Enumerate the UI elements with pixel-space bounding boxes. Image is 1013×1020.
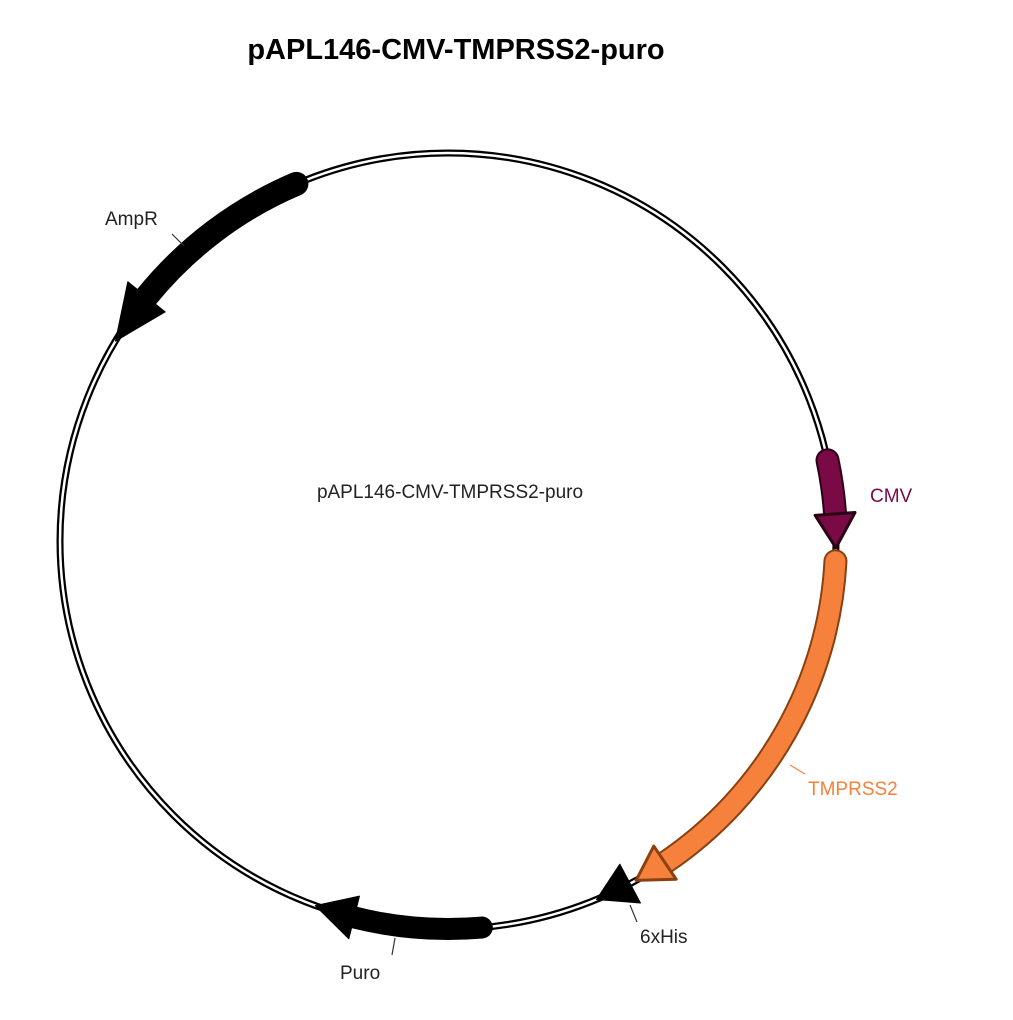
his-leader bbox=[629, 904, 638, 923]
feature-ampr-body bbox=[134, 171, 309, 309]
feature-label-puro: Puro bbox=[340, 963, 380, 984]
ampr-leader bbox=[171, 233, 185, 247]
feature-label-tmprss2: TMPRSS2 bbox=[808, 779, 898, 800]
map-title: pAPL146-CMV-TMPRSS2-puro bbox=[247, 34, 665, 66]
feature-tmprss2-arrowhead bbox=[634, 844, 678, 882]
feature-his[interactable] bbox=[595, 863, 641, 904]
feature-his-arrowhead bbox=[595, 863, 641, 904]
feature-label-ampr: AmpR bbox=[105, 209, 158, 230]
feature-tmprss2-body bbox=[654, 551, 846, 873]
feature-puro[interactable] bbox=[314, 895, 493, 940]
feature-label-cmv: CMV bbox=[870, 486, 913, 507]
feature-puro-body bbox=[343, 906, 493, 940]
feature-cmv[interactable] bbox=[813, 448, 857, 550]
feature-label-6xhis: 6xHis bbox=[640, 927, 688, 948]
feature-tmprss2-outline bbox=[652, 549, 848, 875]
feature-cmv-arrowhead bbox=[813, 511, 857, 550]
feature-tmprss2[interactable] bbox=[634, 549, 848, 882]
feature-ampr-arrowhead bbox=[114, 281, 166, 342]
feature-cmv-body bbox=[817, 450, 846, 524]
feature-ampr[interactable] bbox=[114, 171, 309, 342]
plasmid-name-label: pAPL146-CMV-TMPRSS2-puro bbox=[317, 482, 583, 503]
feature-puro-arrowhead bbox=[314, 895, 360, 940]
tmprss2-leader bbox=[789, 764, 806, 775]
puro-leader bbox=[391, 937, 396, 956]
